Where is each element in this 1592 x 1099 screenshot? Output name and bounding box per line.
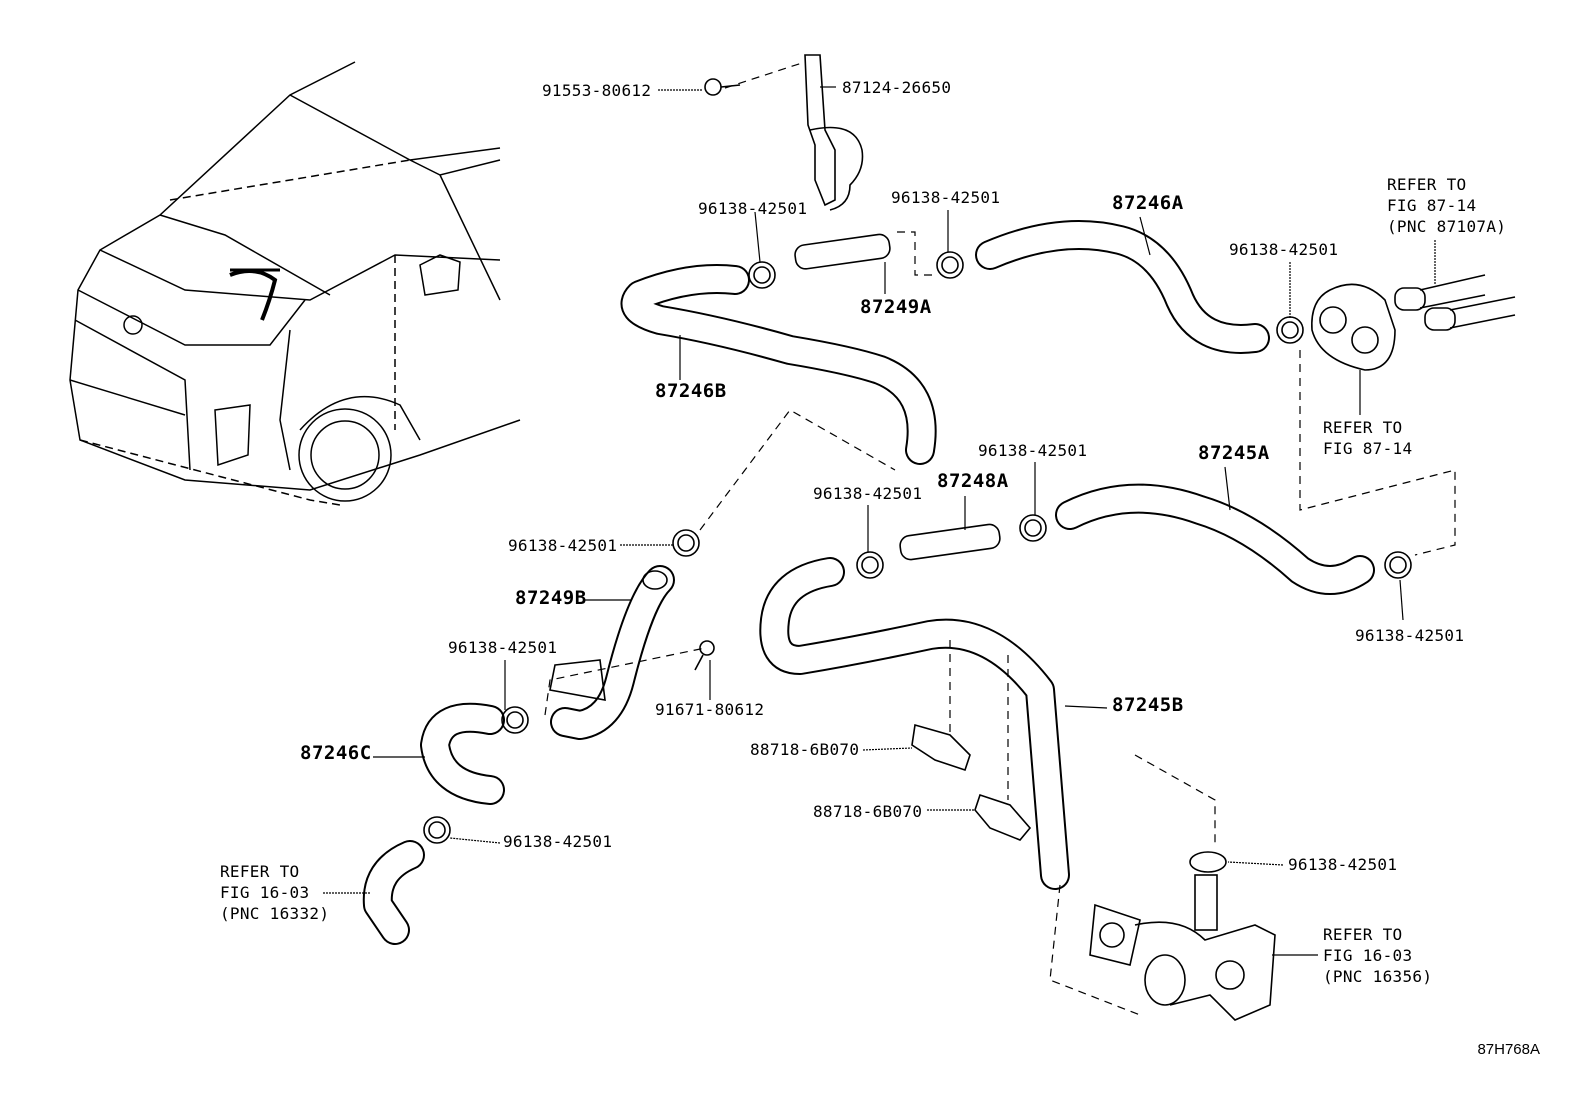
clips-88718 (549, 659, 1032, 841)
water-outlet (1089, 874, 1276, 1021)
part-label-87246C[interactable]: 87246C (300, 742, 372, 764)
part-label-87245A[interactable]: 87245A (1198, 442, 1270, 464)
part-label-clamp[interactable]: 96138-42501 (698, 199, 808, 218)
part-label-91671-80612[interactable]: 91671-80612 (655, 700, 765, 719)
part-label-88718-6B070[interactable]: 88718-6B070 (750, 740, 860, 759)
van-illustration (69, 61, 521, 506)
ref-fig-link[interactable]: FIG 87-14 (1323, 439, 1413, 458)
hoses (362, 220, 1375, 945)
figure-code: 87H768A (1477, 1041, 1540, 1058)
part-label-87246B[interactable]: 87246B (655, 380, 727, 402)
part-label-clamp[interactable]: 96138-42501 (448, 638, 558, 657)
part-label-clamp[interactable]: 96138-42501 (1229, 240, 1339, 259)
ref-pnc: (PNC 16332) (220, 904, 330, 923)
part-label-88718-6B070[interactable]: 88718-6B070 (813, 802, 923, 821)
part-label-clamp[interactable]: 96138-42501 (503, 832, 613, 851)
reference-note-heater-plate: REFER TO FIG 87-14 (1323, 417, 1412, 459)
part-label-clamp[interactable]: 96138-42501 (813, 484, 923, 503)
reference-note-engine-left: REFER TO FIG 16-03 (PNC 16332) (220, 861, 329, 924)
leader-lines (323, 86, 1436, 956)
ref-pnc: (PNC 16356) (1323, 967, 1433, 986)
part-label-87246A[interactable]: 87246A (1112, 192, 1184, 214)
heater-plate (1311, 274, 1516, 371)
part-label-87245B[interactable]: 87245B (1112, 694, 1184, 716)
part-label-87249B[interactable]: 87249B (515, 587, 587, 609)
part-label-clamp[interactable]: 96138-42501 (1288, 855, 1398, 874)
part-label-87248A[interactable]: 87248A (937, 470, 1009, 492)
ref-fig-link[interactable]: FIG 16-03 (1323, 946, 1413, 965)
part-label-87249A[interactable]: 87249A (860, 296, 932, 318)
part-label-87124-26650[interactable]: 87124-26650 (842, 78, 952, 97)
ref-line: REFER TO (1323, 418, 1403, 437)
part-label-clamp[interactable]: 96138-42501 (1355, 626, 1465, 645)
ref-fig-link[interactable]: FIG 16-03 (220, 883, 310, 902)
ref-fig-link[interactable]: FIG 87-14 (1387, 196, 1477, 215)
reference-note-heater-top: REFER TO FIG 87-14 (PNC 87107A) (1387, 174, 1506, 237)
part-label-clamp[interactable]: 96138-42501 (508, 536, 618, 555)
ref-line: REFER TO (1387, 175, 1467, 194)
part-label-clamp[interactable]: 96138-42501 (891, 188, 1001, 207)
part-label-clamp[interactable]: 96138-42501 (978, 441, 1088, 460)
part-label-91553-80612[interactable]: 91553-80612 (542, 81, 652, 100)
ref-pnc: (PNC 87107A) (1387, 217, 1507, 236)
bolts (694, 78, 741, 671)
bracket-87124 (804, 54, 864, 211)
reference-note-engine-right: REFER TO FIG 16-03 (PNC 16356) (1323, 924, 1432, 987)
ref-line: REFER TO (220, 862, 300, 881)
ref-line: REFER TO (1323, 925, 1403, 944)
pipes (642, 233, 1001, 590)
assembly-lines (544, 61, 1456, 1016)
